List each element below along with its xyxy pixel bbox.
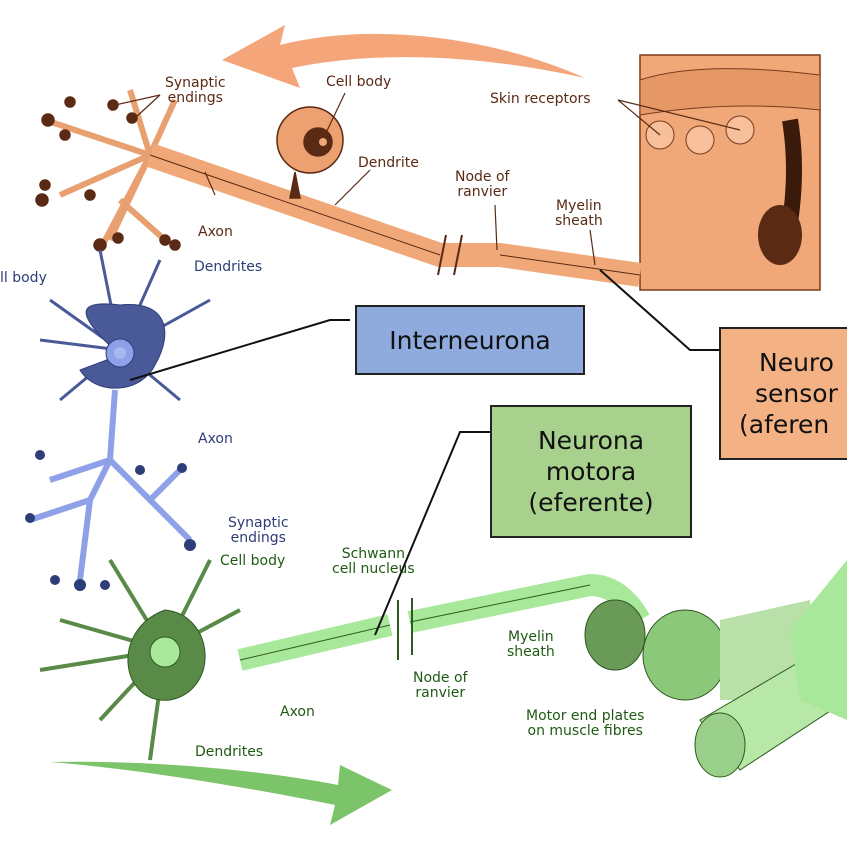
label-inter-cell-body: ll body [0,270,47,286]
motor-neuron [39,558,847,778]
interneurona-box: Interneurona [355,305,585,375]
motor-box-line1: Neurona [537,426,645,455]
interneuron [25,249,211,591]
label-motor-cell-body: Cell body [220,553,286,569]
sensory-box-line1: Neuro [759,348,834,377]
label-skin-receptors: Skin receptors [490,91,591,107]
motor-box-line2: motora [545,457,637,486]
motor-box-line3: (eferente) [528,488,654,517]
leader-lines [129,269,720,636]
sensory-neuron-box: Neuro sensor (aferen [719,327,847,460]
label-motor-axon: Axon [280,704,315,720]
flow-arrow-top [222,25,585,88]
flow-arrow-bottom [50,761,392,825]
label-sensory-axon: Axon [198,224,233,240]
label-inter-dendrites: Dendrites [194,259,263,275]
label-motor-dendrites: Dendrites [195,744,264,760]
sensory-box-line3: (aferen [739,410,830,439]
label-sensory-dendrite: Dendrite [358,155,419,171]
label-pointers [114,92,741,266]
skin-illustration [639,54,821,291]
label-sensory-cell-body: Cell body [326,74,392,90]
sensory-neuron [35,89,642,287]
label-inter-axon: Axon [198,431,233,447]
interneurona-title: Interneurona [389,325,551,355]
motor-neuron-box: Neurona motora (eferente) [490,405,692,538]
sensory-box-line2: sensor [755,379,838,408]
